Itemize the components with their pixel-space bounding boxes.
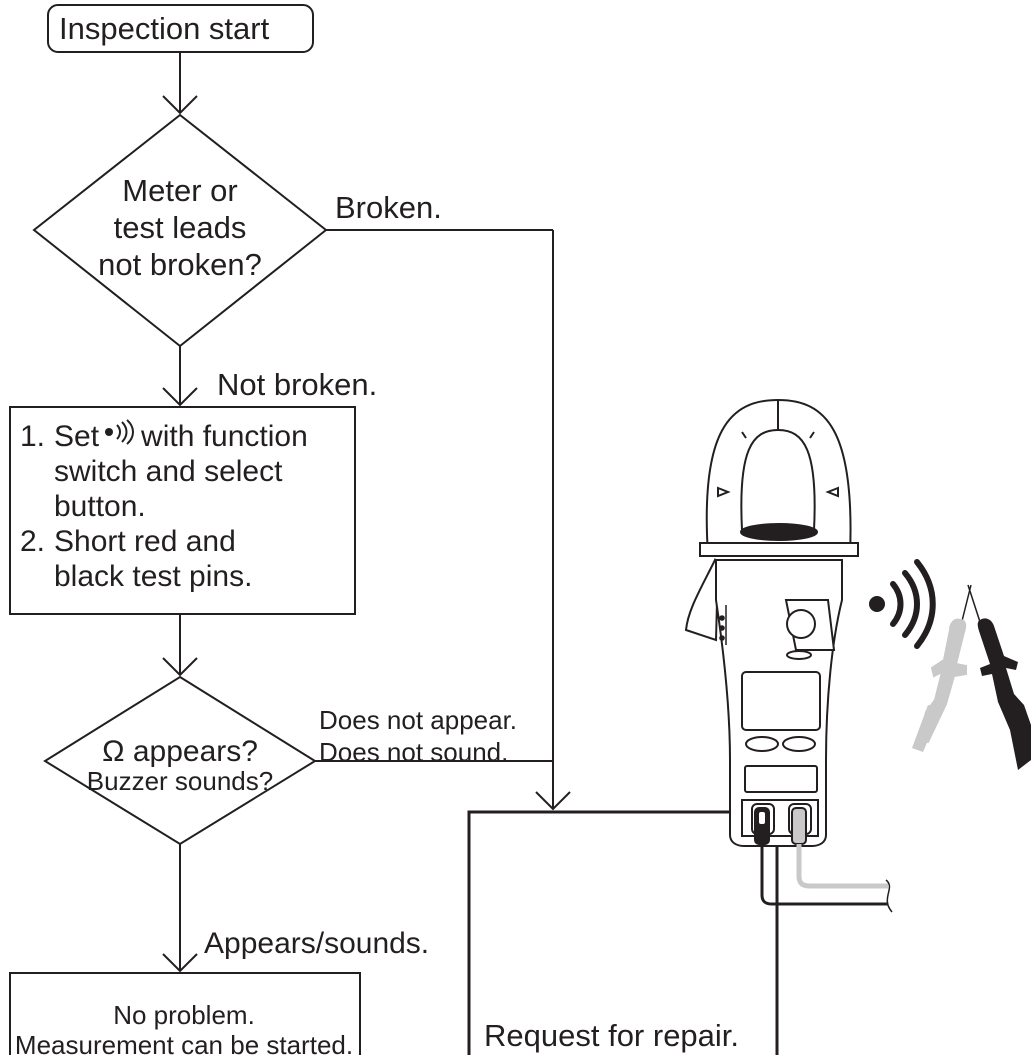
decision2-line-2: Buzzer sounds? (86, 766, 274, 796)
end-ok-box (9, 972, 361, 1055)
end-ok-text: No problem. Measurement can be started. (8, 1000, 360, 1060)
arrowhead-decision2 (162, 657, 198, 677)
step-1-number: 1. (20, 420, 46, 453)
step-2: 2. Short red and (20, 524, 308, 559)
clamp-trigger (684, 557, 720, 642)
decision1-line-3: not broken? (98, 247, 262, 282)
step-2-number: 2. (20, 525, 46, 558)
test-leads (912, 584, 1031, 770)
step-1: 1. Set with function (20, 419, 308, 454)
end-ok-line-1: No problem. (113, 1000, 255, 1030)
end-ok-line-2: Measurement can be started. (14, 1030, 354, 1060)
step-2-line-1: Short red and (54, 525, 236, 558)
not-broken-label: Not broken. (217, 367, 378, 402)
decision1-line-2: test leads (113, 210, 247, 245)
arrowhead-process (162, 387, 198, 407)
end-repair-box (467, 810, 779, 1055)
start-label: Inspection start (59, 11, 270, 46)
decision2-line-1: Ω appears? (102, 735, 258, 768)
does-not-sound-label: Does not sound. (319, 737, 509, 767)
red-plug (791, 807, 807, 845)
appears-sounds-label: Appears/sounds. (204, 927, 430, 960)
clamp-meter-illustration (684, 398, 893, 913)
clamp-jaw-opening (740, 428, 816, 531)
buzzer-icon (869, 596, 885, 612)
step-1-cont-2: button. (54, 490, 146, 523)
repair-label: Request for repair. (484, 1018, 740, 1053)
arrowhead-end (162, 953, 198, 973)
step-1-cont-1: switch and select (54, 455, 283, 488)
does-not-appear-label: Does not appear. (319, 705, 518, 735)
decision1-line-1: Meter or (122, 173, 238, 208)
process-box (9, 406, 356, 615)
arrowhead-decision1 (162, 95, 198, 115)
grey-cable (796, 844, 888, 889)
sound-waves-icon (890, 559, 936, 649)
step-1-text-pre: Set (54, 420, 100, 453)
black-test-lead-icon (967, 584, 1031, 770)
process-steps: 1. Set with function switch and select b… (20, 419, 308, 594)
step-2-line-2: black test pins. (54, 560, 253, 593)
continuity-beep-icon (105, 419, 135, 445)
arrowhead-repair (535, 791, 571, 811)
broken-label: Broken. (335, 190, 442, 225)
meter-display (741, 671, 821, 731)
black-cable (760, 844, 888, 906)
buzzer-sound-icon (869, 559, 936, 649)
step-1-text-post: with function (141, 420, 308, 453)
red-test-lead-icon (912, 584, 972, 752)
